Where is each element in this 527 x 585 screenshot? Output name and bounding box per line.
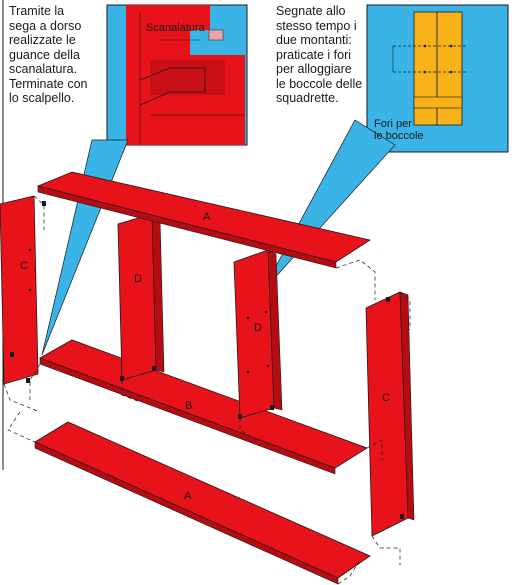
label-right-side: C (382, 392, 390, 404)
groove-detail-inset (106, 4, 248, 146)
label-left-side: C (20, 260, 28, 272)
label-top-shelf: A (203, 211, 211, 223)
assembly-guide-lines (3, 195, 411, 585)
groove-label: Scanalatura (146, 22, 205, 34)
hole-marking-inset (366, 4, 509, 153)
caption-hole-instructions: Segnate allo stesso tempo i due montanti… (276, 4, 363, 105)
holes-label: Fori per le boccole (374, 118, 424, 142)
left-side-c (0, 195, 39, 385)
dowel-marks (10, 201, 404, 519)
label-bottom-shelf: A (184, 490, 192, 502)
divider-right-d (233, 249, 283, 419)
caption-groove-instructions: Tramite la sega a dorso realizzate le gu… (9, 4, 88, 105)
right-side-c (365, 291, 415, 537)
callout-beam-left (41, 139, 129, 356)
label-divider-right: D (254, 322, 262, 334)
divider-left-d (117, 213, 165, 381)
label-middle-shelf: B (185, 400, 193, 412)
label-divider-left: D (134, 273, 142, 285)
